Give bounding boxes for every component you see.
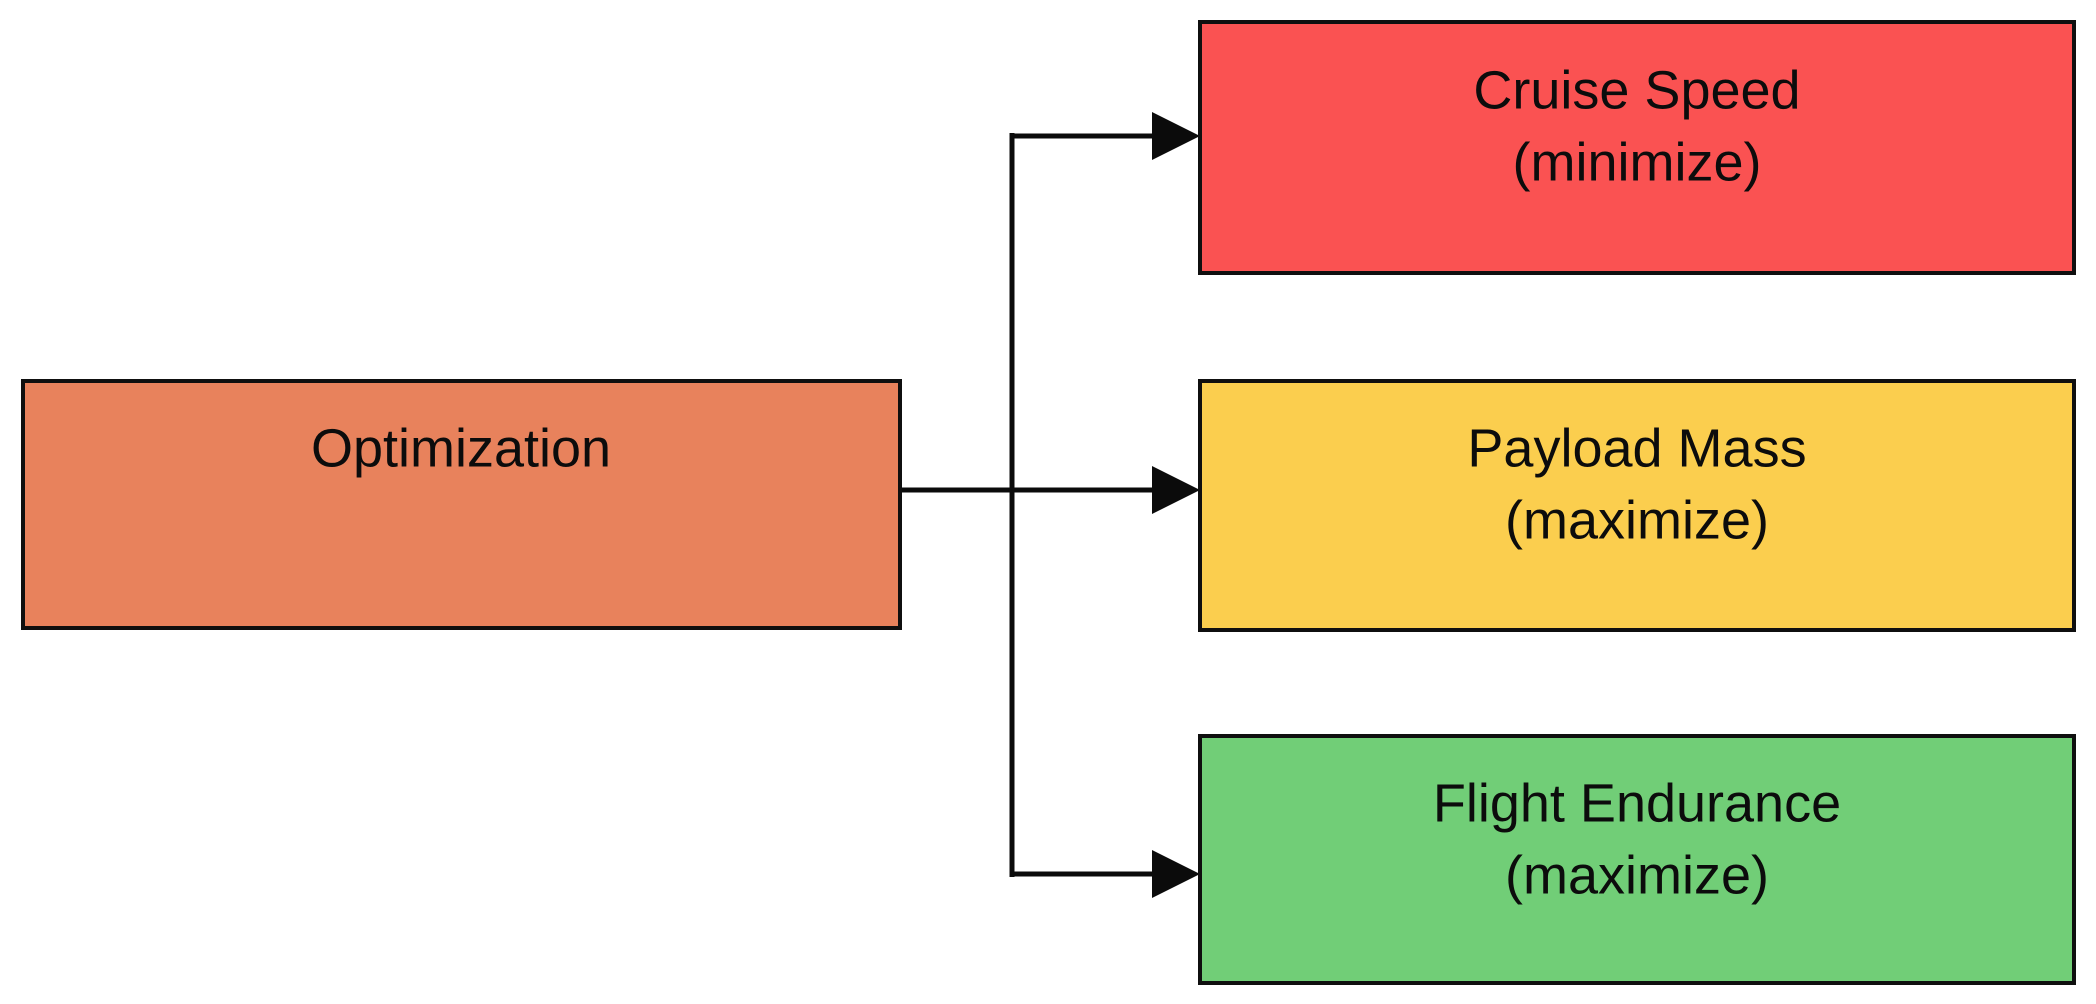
node-optimization-rect[interactable] [21, 379, 902, 630]
node-flight-endurance-title: Flight Endurance [1433, 773, 1841, 833]
node-cruise-speed-goal: (minimize) [1513, 132, 1762, 192]
node-cruise-speed-rect[interactable] [1198, 20, 2076, 275]
edge-optimization-payload-mass [1010, 466, 1200, 514]
node-flight-endurance-goal: (maximize) [1505, 845, 1769, 905]
node-cruise-speed[interactable]: Cruise Speed (minimize) [1198, 20, 2076, 275]
node-payload-mass-rect[interactable] [1198, 379, 2076, 632]
node-flight-endurance-rect[interactable] [1198, 734, 2076, 985]
node-payload-mass-title: Payload Mass [1467, 418, 1806, 478]
node-optimization[interactable]: Optimization [21, 379, 902, 630]
edge-optimization-flight-endurance [1010, 850, 1200, 898]
node-optimization-label: Optimization [311, 418, 611, 478]
connector-group [900, 112, 1200, 898]
arrowhead-payload-mass-icon [1152, 466, 1200, 514]
node-payload-mass-goal: (maximize) [1505, 490, 1769, 550]
node-cruise-speed-title: Cruise Speed [1473, 60, 1800, 120]
node-flight-endurance[interactable]: Flight Endurance (maximize) [1198, 734, 2076, 985]
arrowhead-flight-endurance-icon [1152, 850, 1200, 898]
arrowhead-cruise-speed-icon [1152, 112, 1200, 160]
edge-optimization-cruise-speed [1010, 112, 1200, 160]
node-payload-mass[interactable]: Payload Mass (maximize) [1198, 379, 2076, 632]
